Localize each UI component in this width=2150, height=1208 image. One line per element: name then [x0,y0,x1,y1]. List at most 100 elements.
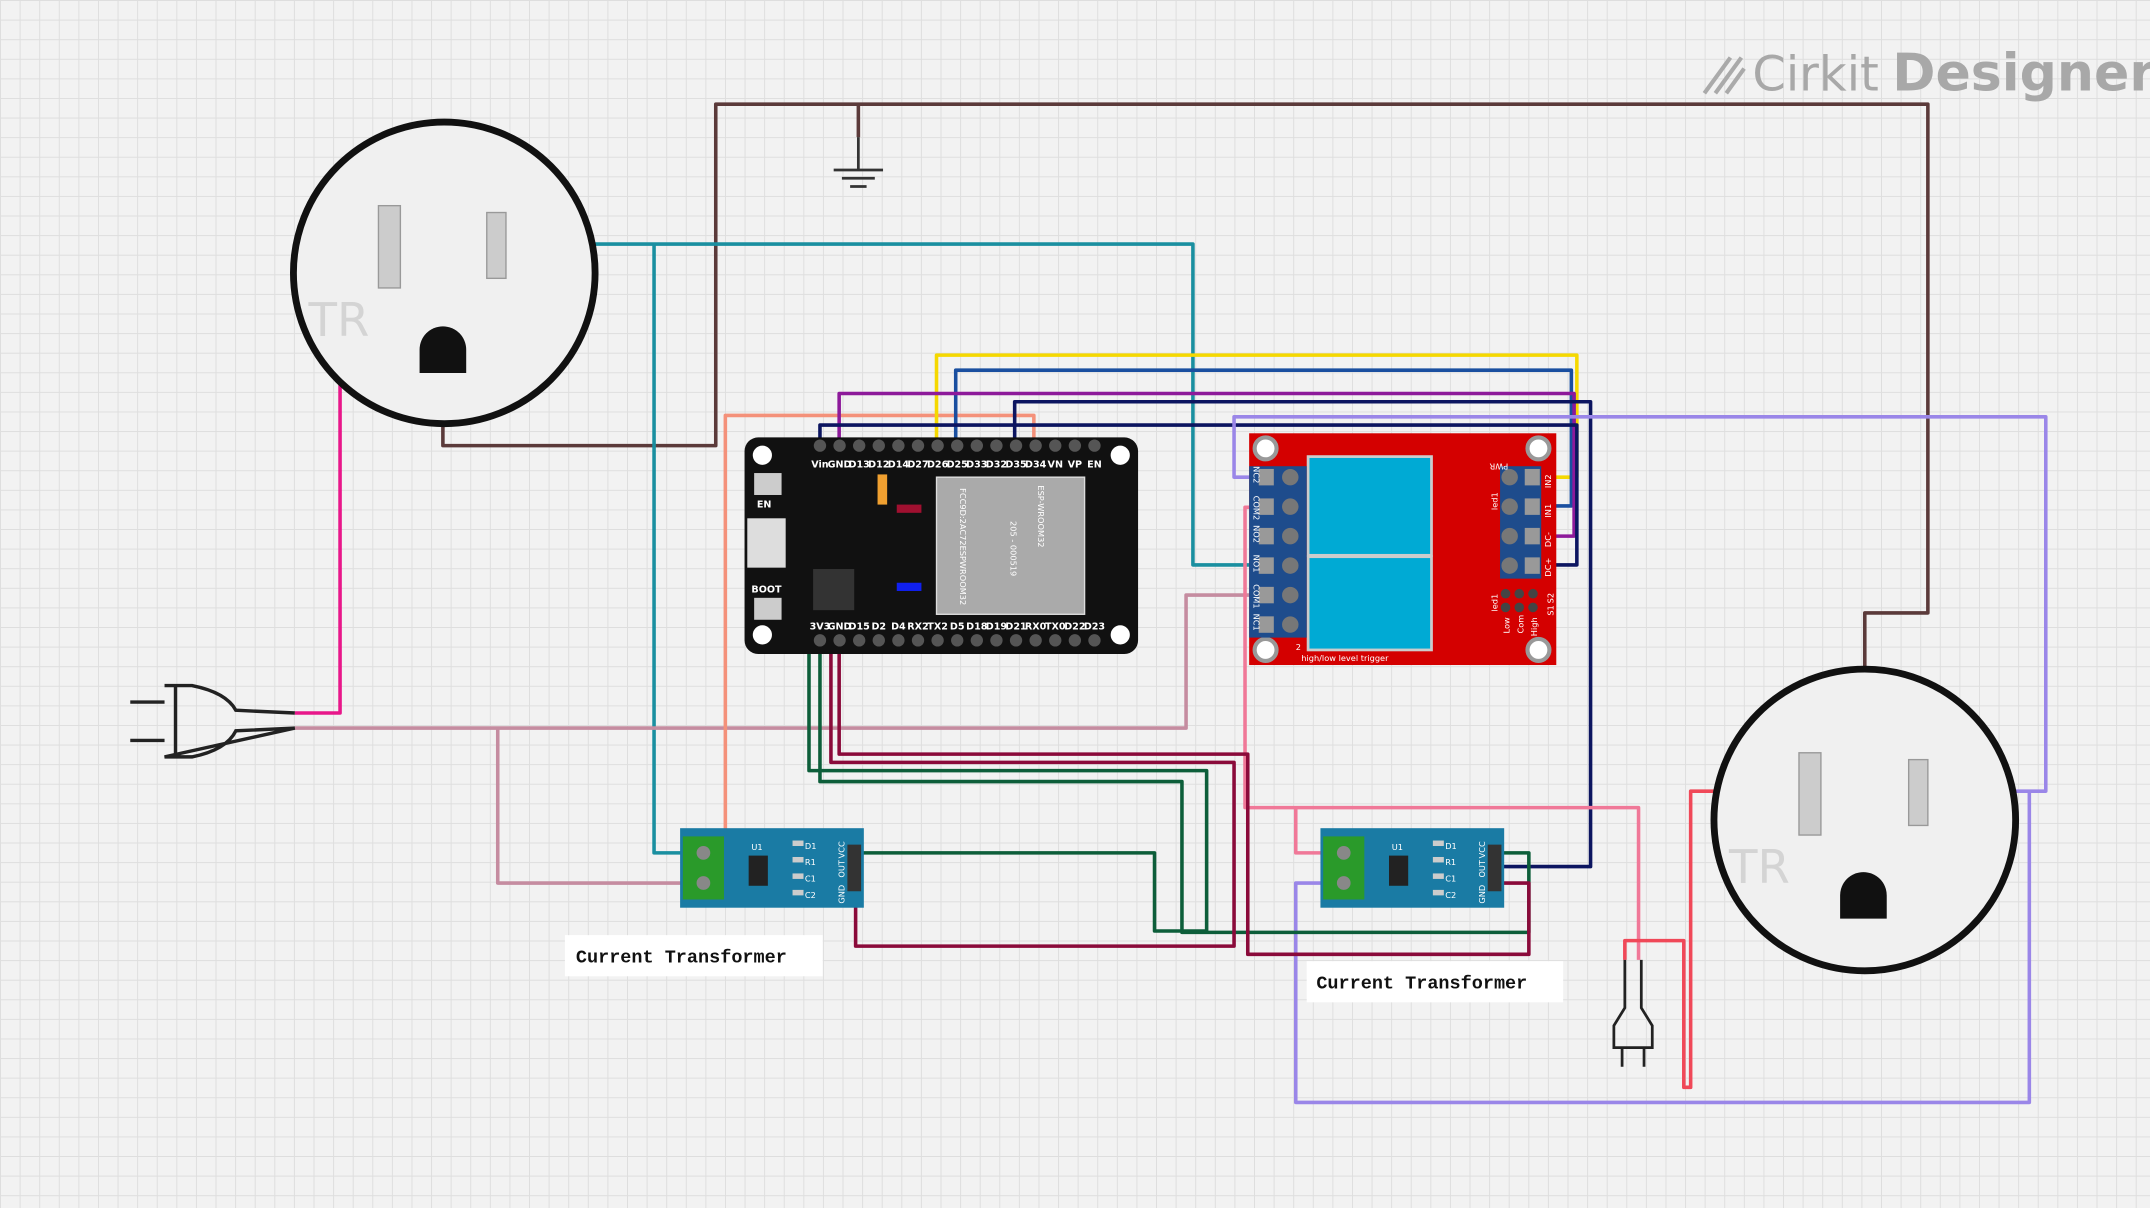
jumper-com: Com [1515,615,1525,634]
pin-label: D21 [1005,621,1026,632]
pin-d22[interactable] [1068,634,1082,647]
part-label: D1 [805,841,817,851]
terminal-dc+[interactable] [1524,557,1540,574]
pin-label: D26 [927,460,949,471]
terminal-label: NO1 [1251,555,1261,573]
pin-label: D35 [1005,460,1026,471]
terminal-in1[interactable] [1524,498,1540,515]
pin-rx2[interactable] [911,634,925,647]
pin-tx2[interactable] [931,634,944,647]
pin-header[interactable] [847,844,862,892]
terminal-no2[interactable] [1258,527,1274,545]
pin-label: D15 [849,621,870,632]
pin-d26[interactable] [931,439,944,452]
part-label: C2 [1445,890,1456,900]
wire-pink-com2 [1243,505,1641,960]
pin-d2[interactable] [872,634,885,647]
pin-d27[interactable] [911,439,925,452]
wire-blue-in1 [953,368,1574,508]
terminal-no1[interactable] [1258,557,1274,574]
terminal-label: NC1 [1251,614,1261,631]
relay-1 [1306,555,1433,652]
pin-label: VP [1068,460,1082,471]
usb-port [747,518,786,568]
pin-d5[interactable] [951,634,964,647]
pin-tx0[interactable] [1049,634,1062,647]
pin-label: D2 [871,621,886,632]
en-button[interactable] [754,473,782,495]
part-label: R1 [1445,857,1456,867]
terminal-label: IN1 [1543,504,1553,518]
relay-2 [1306,455,1433,557]
power-plug-1[interactable] [130,683,296,759]
usb-chip [813,569,855,611]
esp32-board[interactable]: ESP-WROOM32 FCC9D:2AC72ESPWROOM32 205 - … [744,437,1139,655]
screw-icon [1282,586,1299,604]
terminal-com2[interactable] [1258,498,1274,515]
screw-icon [1501,498,1518,515]
pin-rx0[interactable] [1029,634,1042,647]
pin-gnd[interactable] [833,634,846,647]
jumper-s1: S1 [1546,605,1556,615]
trigger-caption: high/low level trigger [1301,653,1389,663]
boot-button[interactable] [754,597,782,620]
pin-label: VCC [1477,841,1487,858]
screw-icon [1282,557,1299,574]
cert-number: 205 - 000519 [1009,521,1019,576]
pin-d15[interactable] [853,634,866,647]
pin-d34[interactable] [1029,439,1042,452]
pin-d13[interactable] [853,439,866,452]
screw-icon [1501,527,1518,545]
pin-d25[interactable] [951,439,964,452]
pin-d4[interactable] [892,634,905,647]
pin-vin[interactable] [813,439,827,452]
terminal-nc2[interactable] [1258,468,1274,486]
pin-vp[interactable] [1068,439,1082,452]
screw-terminal[interactable] [682,836,724,900]
pin-header[interactable] [1487,844,1502,892]
logo-icon [1702,56,1746,95]
terminal-label: NC2 [1251,466,1261,483]
pin-d23[interactable] [1088,634,1101,647]
pin-d18[interactable] [970,634,983,647]
part-label: C2 [805,890,816,900]
pwr-label: PWR [1489,461,1508,471]
pin-label: OUT [1477,859,1487,877]
terminal-com1[interactable] [1258,586,1274,604]
pin-d32[interactable] [990,439,1003,452]
pin-label: D23 [1084,621,1105,632]
screw-terminal[interactable] [1323,836,1365,900]
wire-red-hot2 [1623,789,1810,1090]
screw-icon [1282,468,1299,486]
pin-3v3[interactable] [813,634,827,647]
pin-gnd[interactable] [833,439,846,452]
pin-label: D4 [891,621,906,632]
wire-navy-vin [818,423,1579,567]
power-plug-2[interactable] [1612,959,1654,1067]
jumper-header [1500,588,1538,613]
pin-d21[interactable] [1009,634,1023,647]
wire-yellow-in2 [934,353,1579,479]
pin-label: Vin [811,460,829,471]
pin-en[interactable] [1088,439,1101,452]
part-label: R1 [805,857,816,867]
pin-d14[interactable] [892,439,905,452]
capacitor [877,474,888,505]
outlet-1[interactable]: TR [290,118,599,428]
outlet-2[interactable]: TR [1710,665,2020,975]
jumper-s2: S2 [1546,593,1556,603]
terminal-in2[interactable] [1524,468,1540,486]
outlet-ground-hole [419,326,467,373]
pin-d33[interactable] [970,439,983,452]
pin-vn[interactable] [1049,439,1062,452]
pin-d19[interactable] [990,634,1003,647]
pin-d12[interactable] [872,439,885,452]
terminal-dc-[interactable] [1524,527,1540,545]
pin-d35[interactable] [1009,439,1023,452]
module-name: ESP-WROOM32 [1036,485,1046,547]
terminal-nc1[interactable] [1258,616,1274,633]
